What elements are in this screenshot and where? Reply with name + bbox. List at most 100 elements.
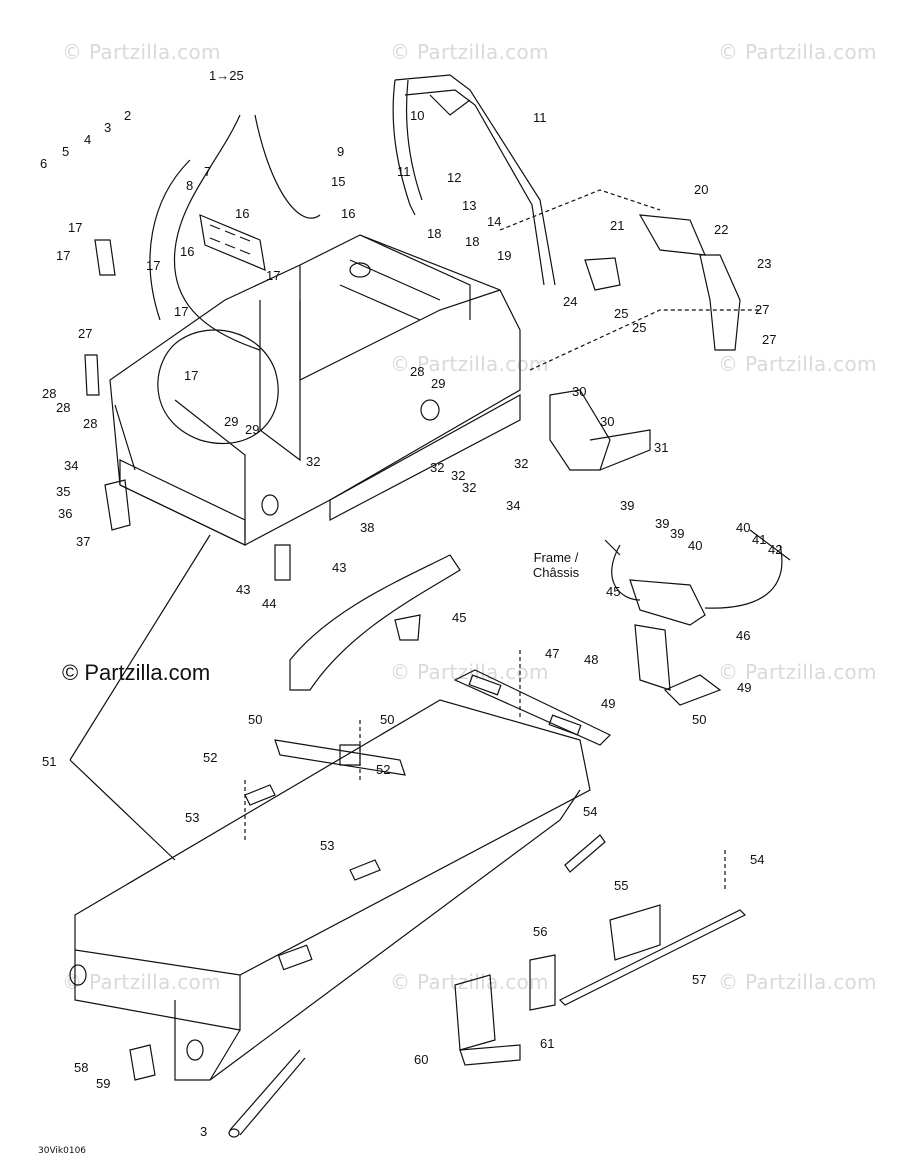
drawing-code: 30Vik0106 bbox=[38, 1146, 87, 1156]
callout-number: 17 bbox=[184, 368, 198, 383]
callout-number: 21 bbox=[610, 218, 624, 233]
callout-number: 50 bbox=[248, 712, 262, 727]
callout-number: 49 bbox=[737, 680, 751, 695]
watermark: © Partzilla.com bbox=[718, 970, 877, 994]
watermark: © Partzilla.com bbox=[62, 970, 221, 994]
callout-number: 13 bbox=[462, 198, 476, 213]
callout-number: 16 bbox=[180, 244, 194, 259]
callout-number: 40 bbox=[688, 538, 702, 553]
callout-number: 17 bbox=[56, 248, 70, 263]
watermark: © Partzilla.com bbox=[390, 970, 549, 994]
callout-number: 49 bbox=[601, 696, 615, 711]
callout-number: 53 bbox=[185, 810, 199, 825]
callout-number: 39 bbox=[655, 516, 669, 531]
callout-number: 27 bbox=[755, 302, 769, 317]
callout-number: 34 bbox=[506, 498, 520, 513]
callout-number: 39 bbox=[670, 526, 684, 541]
callout-number: 8 bbox=[186, 178, 193, 193]
callout-number: 3 bbox=[200, 1124, 207, 1139]
callout-number: 31 bbox=[654, 440, 668, 455]
callout-number: 11 bbox=[397, 164, 411, 179]
callout-number: 46 bbox=[736, 628, 750, 643]
callout-number: 28 bbox=[410, 364, 424, 379]
watermark: © Partzilla.com bbox=[718, 352, 877, 376]
handlebar-post bbox=[392, 79, 423, 216]
reinforcement bbox=[549, 389, 611, 471]
callout-number: 50 bbox=[692, 712, 706, 727]
callout-number: 6 bbox=[40, 156, 47, 171]
callout-number: 28 bbox=[56, 400, 70, 415]
watermark: © Partzilla.com bbox=[390, 40, 549, 64]
callout-number: 55 bbox=[614, 878, 628, 893]
callout-number: 23 bbox=[757, 256, 771, 271]
watermark: © Partzilla.com bbox=[718, 40, 877, 64]
callout-number: 17 bbox=[174, 304, 188, 319]
callout-number: 41 bbox=[752, 532, 766, 547]
watermark: © Partzilla.com bbox=[390, 660, 549, 684]
callout-number: 47 bbox=[545, 646, 559, 661]
callout-number: 52 bbox=[203, 750, 217, 765]
callout-number: 58 bbox=[74, 1060, 88, 1075]
callout-number: 35 bbox=[56, 484, 70, 499]
callout-number: 44 bbox=[262, 596, 276, 611]
callout-number: 30 bbox=[572, 384, 586, 399]
callout-number: 27 bbox=[762, 332, 776, 347]
callout-number: 18 bbox=[427, 226, 441, 241]
callout-number: 1→25 bbox=[209, 68, 244, 83]
callout-number: 39 bbox=[620, 498, 634, 513]
callout-number: 15 bbox=[331, 174, 345, 189]
callout-number: 7 bbox=[204, 164, 211, 179]
callout-number: 18 bbox=[465, 234, 479, 249]
callout-number: 53 bbox=[320, 838, 334, 853]
callout-number: 40 bbox=[736, 520, 750, 535]
rail-38 bbox=[289, 554, 461, 691]
watermark: © Partzilla.com bbox=[62, 40, 221, 64]
callout-number: 28 bbox=[83, 416, 97, 431]
callout-number: 16 bbox=[341, 206, 355, 221]
callout-number: 29 bbox=[224, 414, 238, 429]
callout-number: 61 bbox=[540, 1036, 554, 1051]
callout-number: 54 bbox=[750, 852, 764, 867]
callout-number: 32 bbox=[451, 468, 465, 483]
callout-number: 57 bbox=[692, 972, 706, 987]
callout-number: 17 bbox=[266, 268, 280, 283]
callout-number: 30 bbox=[600, 414, 614, 429]
callout-number: 43 bbox=[236, 582, 250, 597]
callout-number: 45 bbox=[452, 610, 466, 625]
callout-number: 59 bbox=[96, 1076, 110, 1091]
callout-number: 29 bbox=[245, 422, 259, 437]
callout-number: 32 bbox=[462, 480, 476, 495]
frame-body bbox=[109, 234, 521, 546]
callout-number: 25 bbox=[614, 306, 628, 321]
frame-label: Frame / Châssis bbox=[532, 550, 580, 580]
callout-number: 32 bbox=[514, 456, 528, 471]
callout-number: 56 bbox=[533, 924, 547, 939]
callout-number: 45 bbox=[606, 584, 620, 599]
callout-number: 54 bbox=[583, 804, 597, 819]
callout-number: 11 bbox=[533, 110, 547, 125]
callout-number: 32 bbox=[430, 460, 444, 475]
callout-number: 48 bbox=[584, 652, 598, 667]
callout-number: 52 bbox=[376, 762, 390, 777]
callout-number: 14 bbox=[487, 214, 501, 229]
callout-number: 51 bbox=[42, 754, 56, 769]
watermark: © Partzilla.com bbox=[718, 660, 877, 684]
callout-number: 50 bbox=[380, 712, 394, 727]
callout-number: 3 bbox=[104, 120, 111, 135]
callout-number: 16 bbox=[235, 206, 249, 221]
callout-number: 17 bbox=[146, 258, 160, 273]
callout-number: 29 bbox=[431, 376, 445, 391]
callout-number: 38 bbox=[360, 520, 374, 535]
callout-number: 60 bbox=[414, 1052, 428, 1067]
callout-number: 5 bbox=[62, 144, 69, 159]
callout-number: 22 bbox=[714, 222, 728, 237]
callout-number: 20 bbox=[694, 182, 708, 197]
callout-number: 37 bbox=[76, 534, 90, 549]
callout-number: 2 bbox=[124, 108, 131, 123]
callout-number: 19 bbox=[497, 248, 511, 263]
callout-number: 43 bbox=[332, 560, 346, 575]
callout-number: 28 bbox=[42, 386, 56, 401]
callout-number: 34 bbox=[64, 458, 78, 473]
